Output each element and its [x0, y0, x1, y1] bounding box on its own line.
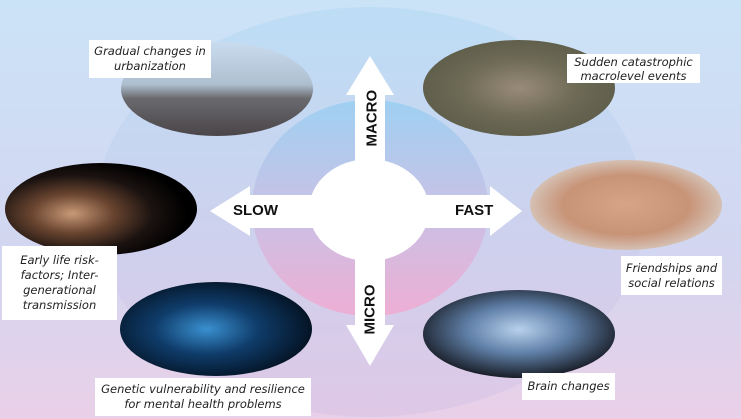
brain-image: [423, 290, 615, 378]
baby-and-mother-image: [5, 163, 197, 255]
label-early-life: Early life risk-factors; Inter-generatio…: [2, 246, 117, 320]
dna-helix-image: [120, 282, 312, 376]
axis-label-macro: MACRO: [363, 89, 381, 147]
axis-label-slow: SLOW: [233, 202, 278, 219]
axis-label-fast: FAST: [455, 202, 494, 219]
label-friendships: Friendships and social relations: [621, 256, 722, 295]
center-circle: [309, 159, 429, 261]
handshake-image: [530, 160, 722, 250]
axis-label-micro: MICRO: [361, 284, 379, 335]
label-genetic: Genetic vulnerability and resilience for…: [95, 378, 311, 416]
label-catastrophe: Sudden catastrophic macrolevel events: [567, 54, 700, 83]
label-brain: Brain changes: [522, 373, 615, 400]
label-urbanization: Gradual changes in urbanization: [89, 40, 211, 78]
